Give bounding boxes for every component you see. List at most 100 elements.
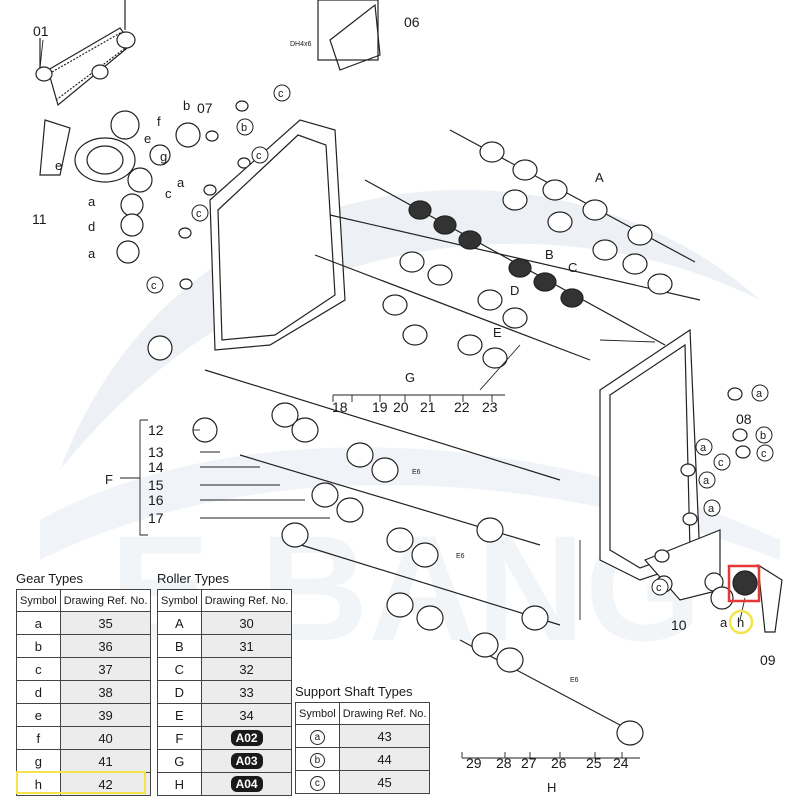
shaft-types-title: Support Shaft Types: [295, 684, 413, 699]
shaft-b-2: b: [760, 430, 766, 442]
right-side-frame: [599, 328, 783, 633]
left-side-frame: [209, 0, 381, 351]
ref-cell: 34: [200, 703, 293, 727]
gear-h-highlight-circle: [728, 609, 754, 635]
ref-text: 32: [239, 661, 254, 677]
label-gear-a-4: a: [720, 615, 728, 630]
roller-H-set: [281, 522, 644, 746]
symbol-text: h: [34, 776, 42, 792]
roller-A-set: [479, 141, 673, 295]
callout-11: 11: [32, 211, 47, 227]
callout-26: 26: [551, 755, 567, 771]
callout-labels: 01 06 07 08 09 10 11 12 13 14 15 16 17 1…: [32, 14, 776, 795]
shaft-c-2: c: [256, 150, 262, 162]
label-roller-B: B: [545, 247, 554, 262]
ref-cell: 35: [59, 611, 152, 635]
ref-text: 45: [377, 774, 392, 790]
ref-text: 37: [98, 661, 113, 677]
gear-col-symbol: Symbol: [16, 589, 61, 612]
label-gear-e-1: e: [55, 158, 62, 173]
symbol-cell: H: [157, 772, 202, 796]
ref-cell: 39: [59, 703, 152, 727]
table-row: h 42: [16, 772, 152, 796]
symbol-cell: a: [16, 611, 61, 635]
shaft-types-table: Support Shaft Types Symbol Drawing Ref. …: [295, 684, 431, 794]
callout-16: 16: [148, 492, 164, 508]
callout-21: 21: [420, 399, 436, 415]
symbol-text: F: [175, 730, 184, 746]
symbol-cell: c: [295, 770, 340, 794]
label-gear-a-1: a: [88, 194, 96, 209]
ref-cell: 30: [200, 611, 293, 635]
table-row: e 39: [16, 703, 152, 727]
label-group-H: H: [547, 780, 556, 795]
ref-cell: A03: [200, 749, 293, 773]
ref-cell: 44: [338, 747, 431, 771]
ref-text: A04: [230, 776, 263, 792]
callout-08: 08: [736, 411, 752, 427]
callout-14: 14: [148, 459, 164, 475]
ref-cell: 36: [59, 634, 152, 658]
ref-cell: 38: [59, 680, 152, 704]
callout-15: 15: [148, 477, 164, 493]
ref-text: 40: [98, 730, 113, 746]
roller-C-set: [533, 272, 584, 308]
shaft-c-7: c: [656, 582, 662, 594]
e-ring-label-2: E6: [456, 553, 465, 560]
table-row: c 45: [295, 770, 431, 794]
callout-18: 18: [332, 399, 348, 415]
roller-G-set: [271, 402, 504, 543]
ref-cell: A02: [200, 726, 293, 750]
roller-col-symbol: Symbol: [157, 589, 202, 612]
label-group-G: G: [405, 370, 415, 385]
roller-F-set: [147, 335, 218, 443]
e-ring-label-1: E6: [412, 469, 421, 476]
callout-25: 25: [586, 755, 602, 771]
symbol-cell: A: [157, 611, 202, 635]
label-roller-C: C: [568, 260, 577, 275]
table-row: c 37: [16, 657, 152, 681]
ref-cell: 31: [200, 634, 293, 658]
ref-cell: 45: [338, 770, 431, 794]
gear-col-ref: Drawing Ref. No.: [59, 589, 152, 612]
symbol-text: g: [34, 753, 42, 769]
gear-h-highlight-box: [727, 564, 761, 603]
symbol-cell: c: [16, 657, 61, 681]
callout-24: 24: [613, 755, 629, 771]
table-row: H A04: [157, 772, 293, 796]
roller-E-set: [382, 294, 508, 369]
ref-text: 43: [377, 728, 392, 744]
callout-13: 13: [148, 444, 164, 460]
label-gear-b: b: [183, 98, 190, 113]
symbol-cell: G: [157, 749, 202, 773]
ref-cell: 37: [59, 657, 152, 681]
ref-text: 36: [98, 638, 113, 654]
callout-22: 22: [454, 399, 470, 415]
shaft-callouts: [146, 84, 774, 596]
label-gear-f: f: [157, 114, 161, 129]
symbol-cell: F: [157, 726, 202, 750]
shaft-a-1: a: [756, 388, 763, 400]
ref-cell: 42: [59, 772, 152, 796]
label-gear-h: h: [737, 615, 744, 630]
ref-text: 34: [239, 707, 254, 723]
callout-28: 28: [496, 755, 512, 771]
label-roller-D: D: [510, 283, 519, 298]
callout-06: 06: [404, 14, 420, 30]
roller-types-title: Roller Types: [157, 571, 230, 586]
symbol-text: e: [34, 707, 42, 723]
